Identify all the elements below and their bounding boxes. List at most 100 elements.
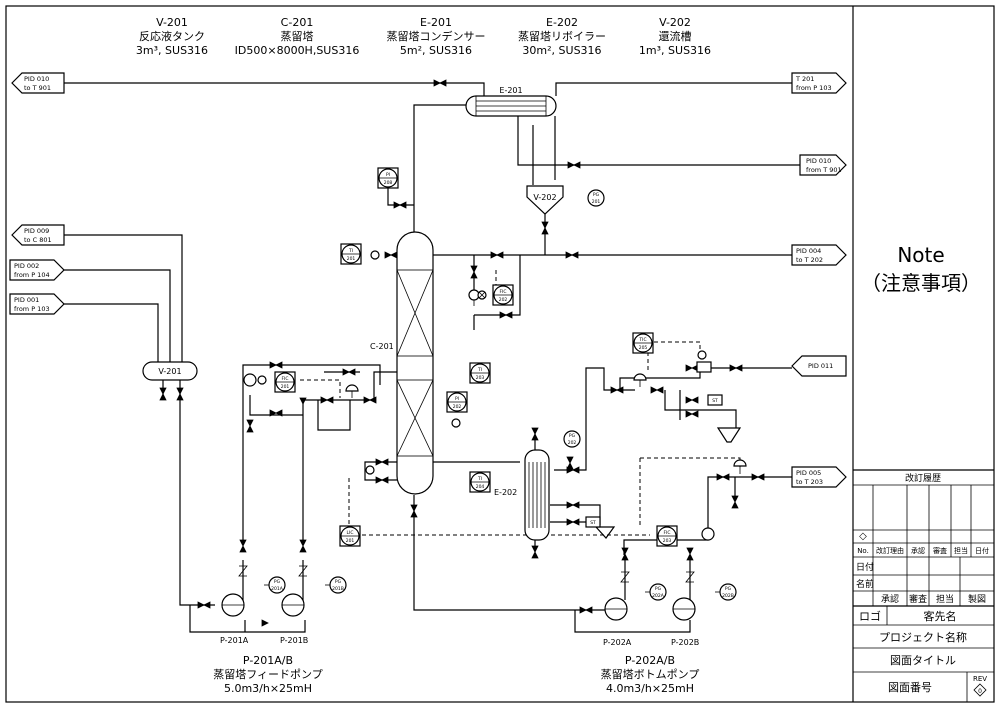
gate-valve[interactable] <box>729 364 743 372</box>
offpage-connector-pid010-from-t901[interactable]: PID 010 from T 901 <box>799 154 847 176</box>
steam-trap-st1[interactable]: ST <box>707 394 723 406</box>
instrument-pg201[interactable]: PG 201 <box>587 189 605 207</box>
control-valve-fcv201[interactable] <box>345 384 359 398</box>
gate-valve[interactable] <box>299 397 307 405</box>
sig-review: 審査 <box>909 593 927 605</box>
gate-valve[interactable] <box>393 201 407 209</box>
offpage-connector-pid004-to-t202[interactable]: PID 004 to T 202 <box>791 244 847 266</box>
instrument-pg201b[interactable]: PG 201B <box>325 576 347 594</box>
gate-valve[interactable] <box>610 386 624 394</box>
instrument-ti201[interactable]: TI 201 <box>340 243 362 265</box>
instrument-fic202[interactable]: FIC 202 <box>492 284 514 306</box>
control-valve-tcv205[interactable] <box>633 373 647 387</box>
gate-valve[interactable] <box>269 409 283 417</box>
gate-valve[interactable] <box>261 619 269 627</box>
reflux-drum-v202[interactable]: V-202 <box>526 185 564 215</box>
connector-line2: from P 103 <box>14 305 50 313</box>
header-tag: E-202 <box>546 16 578 29</box>
instrument-lic201[interactable]: LIC 201 <box>339 525 361 547</box>
gate-valve[interactable] <box>621 547 629 561</box>
offpage-connector-pid011[interactable]: PID 011 <box>791 355 847 377</box>
instrument-pg202b[interactable]: PG 202B <box>715 583 737 601</box>
instrument-fic201[interactable]: FIC 201 <box>274 371 296 393</box>
gate-valve[interactable] <box>541 221 549 235</box>
gate-valve[interactable] <box>567 161 581 169</box>
gate-valve[interactable] <box>499 311 513 319</box>
gate-valve[interactable] <box>197 601 211 609</box>
pump-p202b[interactable]: P-202B <box>671 597 699 647</box>
offpage-connector-pid009-to-c801[interactable]: PID 009 to C 801 <box>11 224 65 246</box>
equipment-header-c201: C-201 蒸留塔 ID500×8000H,SUS316 <box>235 16 360 57</box>
gate-valve[interactable] <box>410 504 418 518</box>
gate-valve[interactable] <box>579 606 593 614</box>
pump-p201b[interactable]: P-201B <box>280 593 308 645</box>
header-tag: V-201 <box>156 16 188 29</box>
gate-valve[interactable] <box>159 387 167 401</box>
offpage-connector-pid001-from-p103[interactable]: PID 001 from P 103 <box>9 293 65 315</box>
instrument-pi208[interactable]: PI 208 <box>377 167 399 189</box>
gate-valve[interactable] <box>531 427 539 441</box>
pump-group-p202: P-202A/B 蒸留塔ボトムポンプ 4.0m3/h×25mH <box>601 654 700 695</box>
gate-valve[interactable] <box>176 387 184 401</box>
valves[interactable] <box>159 79 765 627</box>
gate-valve[interactable] <box>650 386 664 394</box>
instrument-pg201a[interactable]: PG 201A <box>264 576 286 594</box>
instrument-ti203[interactable]: TI 203 <box>469 362 491 384</box>
gate-valve[interactable] <box>246 419 254 433</box>
gate-valve[interactable] <box>566 518 580 526</box>
distillation-column-c201[interactable]: C-201 <box>370 231 434 495</box>
gate-valve[interactable] <box>685 410 699 418</box>
gate-valve[interactable] <box>375 476 389 484</box>
gate-valve[interactable] <box>433 79 447 87</box>
gate-valve[interactable] <box>716 473 730 481</box>
gate-valve[interactable] <box>363 396 377 404</box>
instrument-number: 202B <box>722 593 734 599</box>
gate-valve[interactable] <box>686 547 694 561</box>
offpage-connector-pid002-from-p104[interactable]: PID 002 from P 104 <box>9 259 65 281</box>
gate-valve[interactable] <box>565 251 579 259</box>
gate-valve[interactable] <box>375 458 389 466</box>
gate-valve[interactable] <box>751 473 765 481</box>
instrument-ti204[interactable]: TI 204 <box>469 471 491 493</box>
gate-valve[interactable] <box>490 251 504 259</box>
instrument-function: PG <box>725 586 732 592</box>
steam-trap-st2[interactable]: ST <box>585 516 601 528</box>
instrument-tic205[interactable]: TIC 205 <box>632 332 654 354</box>
instrument-fic203[interactable]: FIC 203 <box>656 525 678 547</box>
header-spec: 1m³, SUS316 <box>639 44 711 57</box>
header-tag: C-201 <box>281 16 314 29</box>
flow-element-fe202 <box>477 290 487 300</box>
feed-tank-v201[interactable]: V-201 <box>142 361 198 381</box>
gate-valve[interactable] <box>566 456 574 470</box>
header-spec: ID500×8000H,SUS316 <box>235 44 360 57</box>
flow-element-fe201 <box>243 373 267 387</box>
instrument-pg202[interactable]: PG 202 <box>563 430 581 448</box>
gate-valve[interactable] <box>685 396 699 404</box>
pump-p201a[interactable]: P-201A <box>220 593 249 645</box>
gate-valve[interactable] <box>685 364 699 372</box>
condenser-e201[interactable]: E-201 <box>465 86 557 117</box>
gate-valve[interactable] <box>342 368 356 376</box>
gate-valve[interactable] <box>470 265 478 279</box>
control-valve-fcv202[interactable] <box>468 289 480 306</box>
gate-valve[interactable] <box>320 396 334 404</box>
project-name: プロジェクト名称 <box>879 630 967 644</box>
offpage-connector-pid010-to-t901[interactable]: PID 010 to T 901 <box>11 72 65 94</box>
revision-symbol: ◇ <box>859 531 867 542</box>
gate-valve[interactable] <box>384 251 398 259</box>
gate-valve[interactable] <box>269 361 283 369</box>
gate-valve[interactable] <box>239 539 247 553</box>
offpage-connector-pid005-to-t203[interactable]: PID 005 to T 203 <box>791 466 847 488</box>
offpage-connector-t201-from-p103[interactable]: T 201 from P 103 <box>791 72 847 94</box>
instrument-pg202a[interactable]: PG 202A <box>645 583 667 601</box>
gate-valve[interactable] <box>731 495 739 509</box>
reboiler-e202[interactable]: E-202 <box>494 449 550 541</box>
control-valve-lcv201[interactable] <box>733 459 747 474</box>
connector-line1: PID 005 <box>796 469 821 477</box>
gate-valve[interactable] <box>299 539 307 553</box>
gate-valve[interactable] <box>531 545 539 559</box>
pump-p202a[interactable]: P-202A <box>603 597 632 647</box>
col-approve: 承認 <box>911 546 925 555</box>
gate-valve[interactable] <box>566 501 580 509</box>
instrument-pi202[interactable]: PI 202 <box>446 391 468 413</box>
